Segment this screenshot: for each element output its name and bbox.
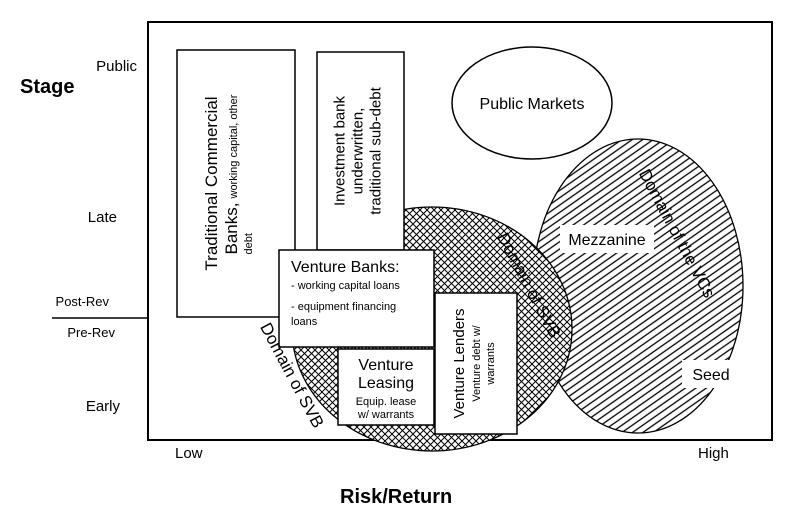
- traditional-banks-text: Traditional Commercial Banks, working ca…: [202, 94, 255, 270]
- venture-lenders-detail-line2: warrants: [485, 342, 497, 386]
- y-tick-post-rev: Post-Rev: [55, 294, 109, 309]
- investment-bank-box: [316, 51, 405, 251]
- venture-banks-item2-line2: loans: [291, 316, 318, 328]
- venture-banks-item1: - working capital loans: [291, 280, 400, 292]
- x-tick-low: Low: [175, 445, 203, 462]
- venture-lenders-title: Venture Lenders: [451, 308, 468, 418]
- y-tick-public: Public: [96, 58, 137, 75]
- y-tick-late: Late: [87, 209, 117, 226]
- seed-label: Seed: [692, 367, 729, 384]
- venture-banks-title: Venture Banks:: [291, 259, 400, 276]
- venture-leasing-line1: Venture: [358, 357, 413, 374]
- mezzanine-label: Mezzanine: [568, 232, 645, 249]
- venture-lenders-detail-line1: Venture debt w/: [471, 324, 483, 401]
- venture-leasing-detail-line1: Equip. lease: [356, 396, 417, 408]
- investment-bank-text: Investment bank underwritten, traditiona…: [332, 86, 385, 214]
- public-markets-ellipse: [451, 46, 613, 160]
- investment-bank-line2: underwritten,: [350, 108, 367, 195]
- public-markets-label: Public Markets: [480, 96, 585, 113]
- traditional-banks-box: [176, 49, 296, 318]
- venture-leasing-detail-line2: w/ warrants: [357, 409, 415, 421]
- seed-label-bg: [682, 360, 738, 388]
- traditional-banks-title-line2: Banks,: [222, 203, 241, 255]
- investment-bank-line1: Investment bank: [332, 95, 349, 206]
- investment-bank-line3: traditional sub-debt: [368, 86, 385, 214]
- traditional-banks-detail-line1: working capital, other: [228, 94, 240, 199]
- x-axis-title: Risk/Return: [340, 486, 453, 508]
- venture-lenders-box: [434, 292, 518, 435]
- y-tick-early: Early: [85, 398, 120, 415]
- venture-lenders-text: Venture Lenders Venture debt w/ warrants: [451, 308, 497, 418]
- y-axis-title: Stage: [20, 76, 75, 98]
- traditional-banks-detail-line2: debt: [243, 233, 255, 254]
- venture-leasing-box: [337, 348, 435, 426]
- traditional-banks-title-line1: Traditional Commercial: [202, 96, 221, 270]
- venture-leasing-line2: Leasing: [358, 375, 414, 392]
- venture-banks-box: [278, 249, 435, 348]
- mezzanine-label-bg: [560, 225, 654, 253]
- y-tick-pre-rev: Pre-Rev: [67, 325, 115, 340]
- venture-banks-item2-line1: - equipment financing: [291, 301, 396, 313]
- x-tick-high: High: [698, 445, 729, 462]
